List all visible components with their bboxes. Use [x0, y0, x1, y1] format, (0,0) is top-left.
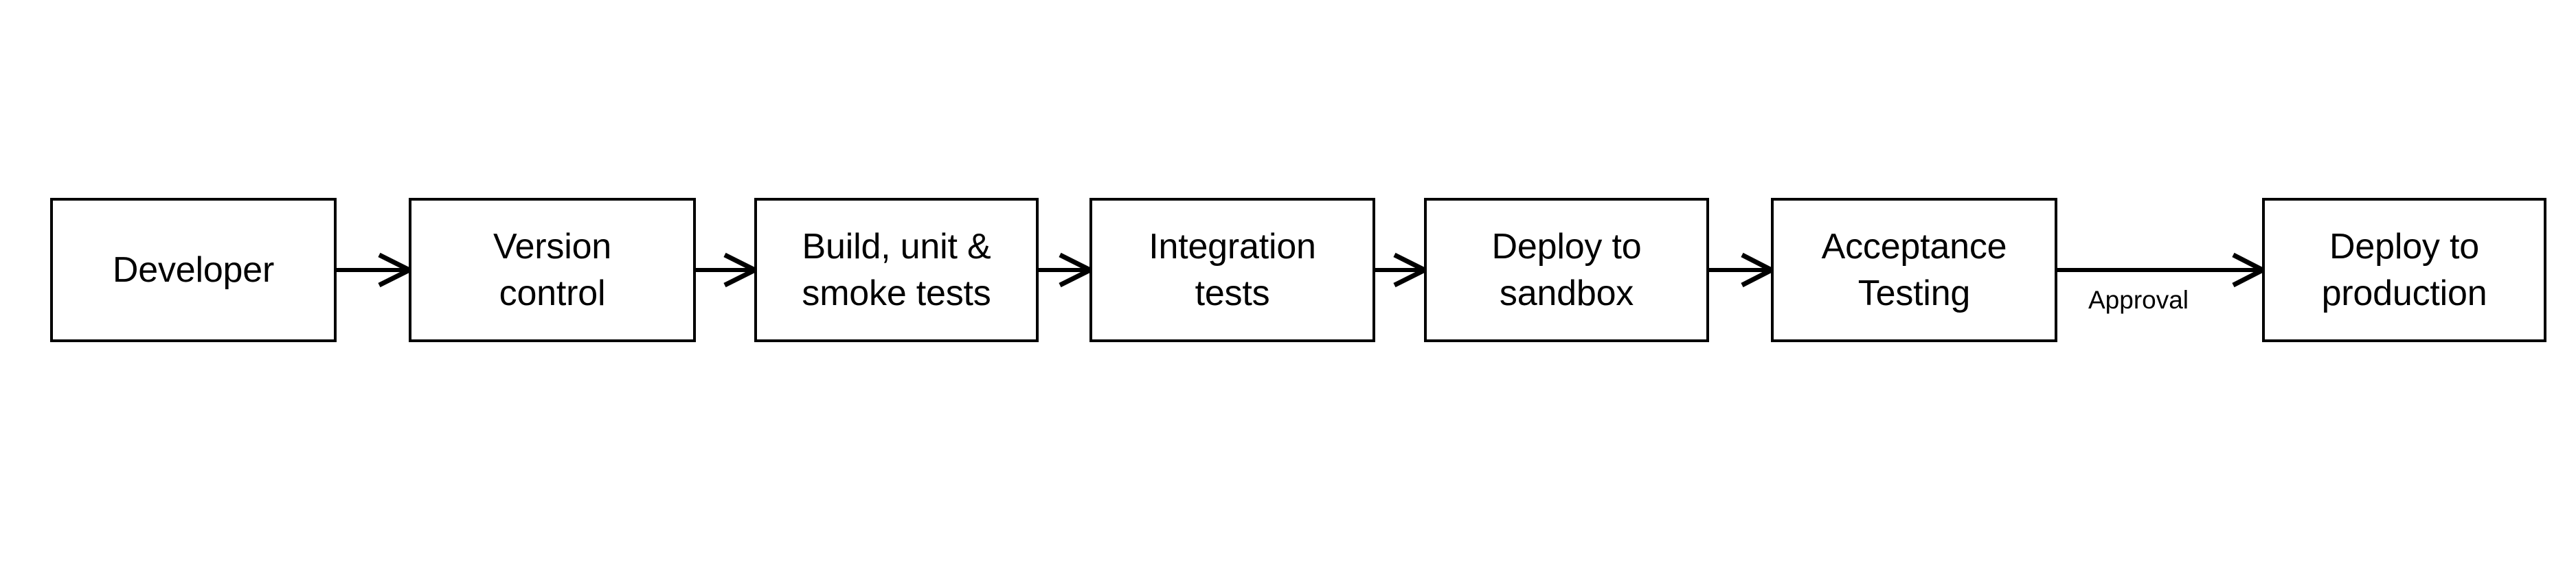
edge-deploy-sandbox-to-acceptance-testing	[1709, 252, 1777, 288]
node-label-build-unit-smoke-tests: Build, unit & smoke tests	[802, 227, 991, 313]
node-label-developer: Developer	[112, 250, 275, 290]
edge-integration-tests-to-deploy-sandbox	[1375, 252, 1430, 288]
node-label-integration-tests: Integration tests	[1149, 227, 1316, 313]
edge-label-approval: Approval	[2088, 286, 2189, 314]
node-version-control[interactable]: Version control	[409, 198, 696, 342]
edge-version-control-to-build	[696, 252, 760, 288]
arrowhead-icon	[378, 252, 415, 288]
arrowhead-icon	[2232, 252, 2268, 288]
node-acceptance-testing[interactable]: Acceptance Testing	[1771, 198, 2057, 342]
node-deploy-to-sandbox[interactable]: Deploy to sandbox	[1424, 198, 1709, 342]
arrowhead-icon	[1741, 252, 1777, 288]
edge-developer-to-version-control	[337, 252, 415, 288]
node-label-acceptance-testing: Acceptance Testing	[1821, 227, 2007, 313]
arrowhead-icon	[1059, 252, 1096, 288]
node-developer[interactable]: Developer	[50, 198, 337, 342]
node-label-deploy-to-production: Deploy to production	[2321, 227, 2487, 313]
edge-acceptance-testing-to-deploy-production	[2057, 252, 2268, 288]
node-label-version-control: Version control	[493, 227, 612, 313]
node-integration-tests[interactable]: Integration tests	[1089, 198, 1375, 342]
node-build-unit-smoke-tests[interactable]: Build, unit & smoke tests	[754, 198, 1039, 342]
node-label-deploy-to-sandbox: Deploy to sandbox	[1491, 227, 1642, 313]
arrowhead-icon	[723, 252, 760, 288]
node-deploy-to-production[interactable]: Deploy to production	[2262, 198, 2546, 342]
edge-build-to-integration-tests	[1039, 252, 1096, 288]
arrowhead-icon	[1393, 252, 1430, 288]
